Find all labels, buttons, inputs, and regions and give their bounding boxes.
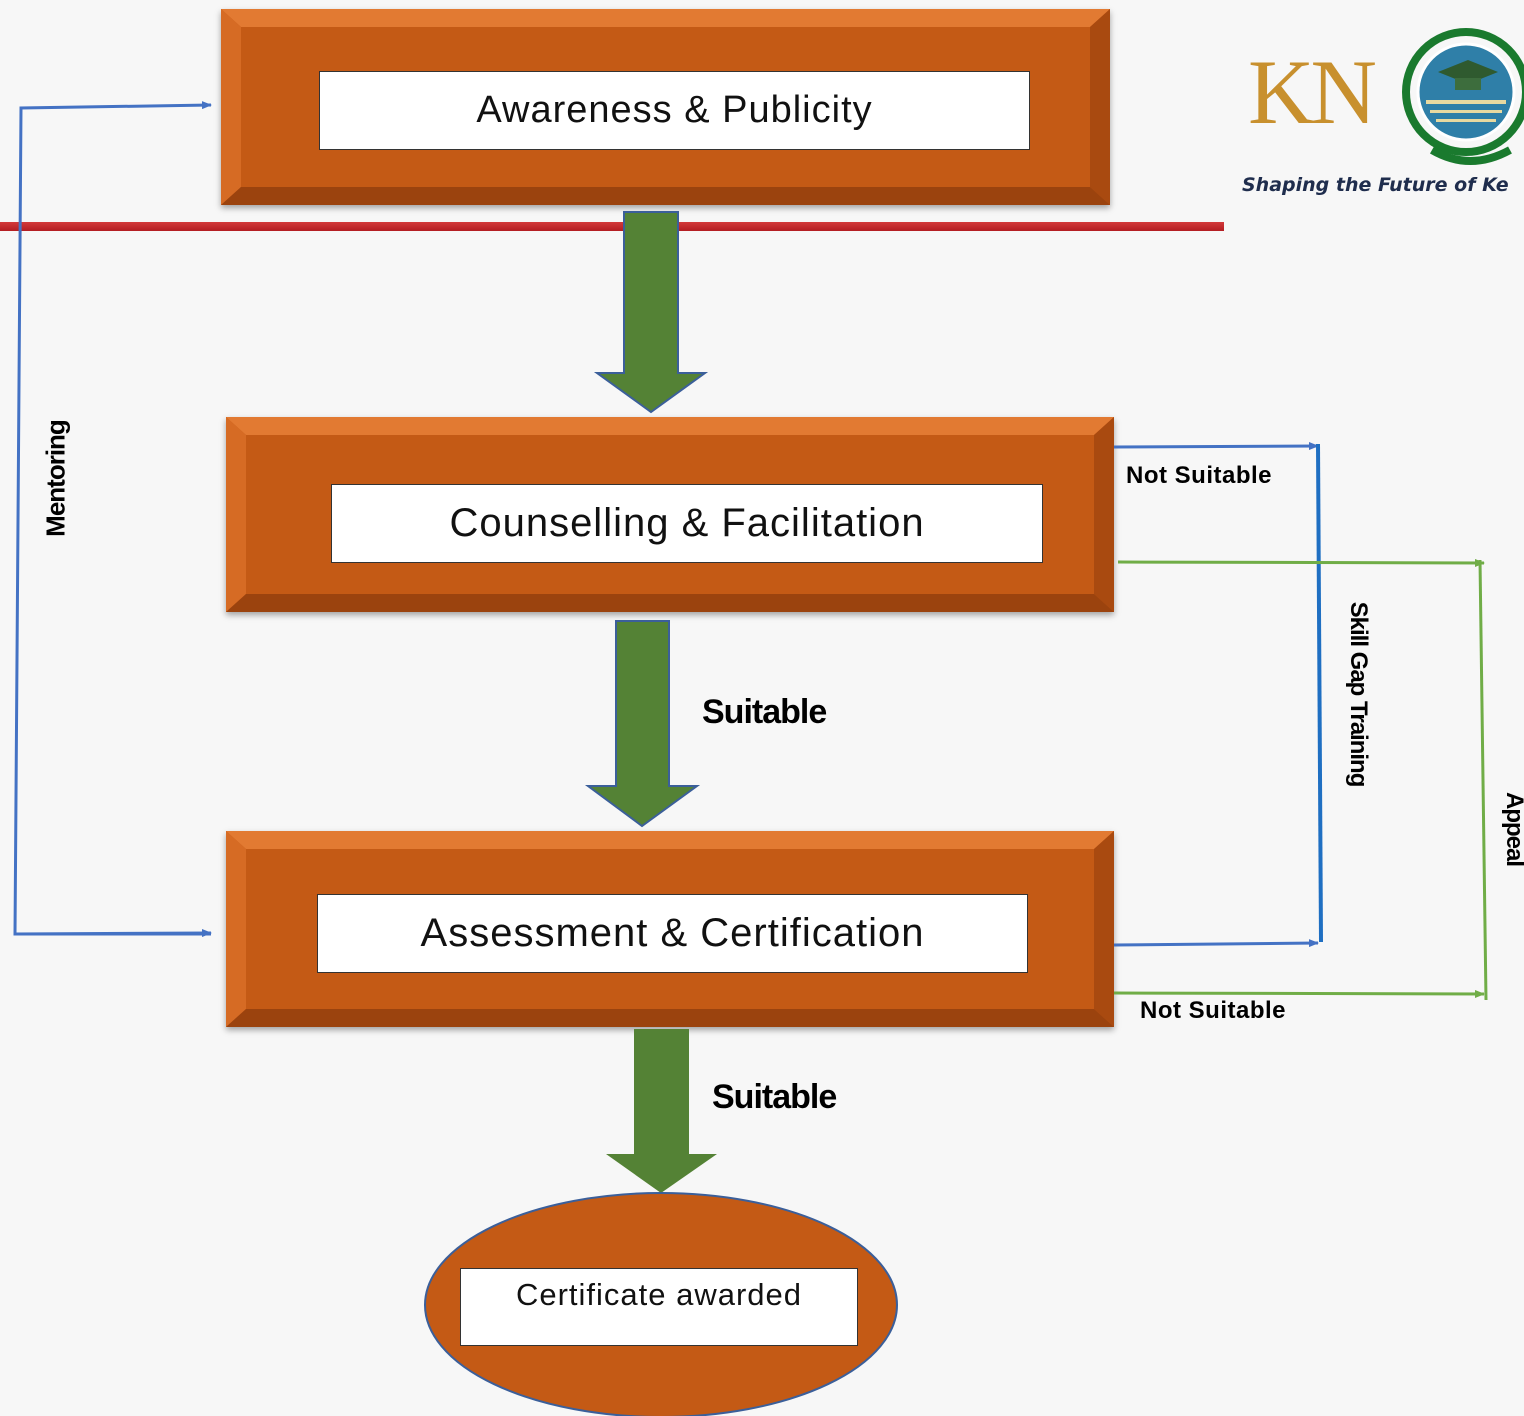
counselling-not-suitable-line [1113, 442, 1319, 451]
suitable-label-2: Suitable [712, 1078, 837, 1116]
stage-assessment-box: Assessment & Certification [226, 831, 1114, 1027]
stage-counselling-label: Counselling & Facilitation [331, 484, 1043, 563]
stage-counselling-box: Counselling & Facilitation [226, 417, 1114, 612]
logo-tagline: Shaping the Future of Ke [1242, 174, 1509, 196]
suitable-label-1: Suitable [702, 693, 827, 731]
knq-logo-icon [1402, 28, 1524, 165]
arrow-assessment-to-certificate [606, 1029, 717, 1193]
not-suitable-label-1: Not Suitable [1126, 462, 1273, 489]
stage-assessment-label: Assessment & Certification [317, 894, 1028, 973]
skill-gap-training-label: Skill Gap Training [1345, 601, 1372, 787]
mentoring-label: Mentoring [40, 420, 71, 537]
assessment-appeal-line [1113, 989, 1485, 998]
certificate-label: Certificate awarded [460, 1268, 858, 1346]
not-suitable-label-2: Not Suitable [1140, 997, 1287, 1024]
skill-gap-vertical-line [1316, 443, 1323, 943]
appeal-vertical-line [1478, 559, 1488, 1001]
mentoring-to-assessment-arrow [14, 929, 212, 938]
counselling-appeal-line [1117, 558, 1485, 567]
stage-awareness-label: Awareness & Publicity [319, 71, 1030, 150]
arrow-counselling-to-assessment [584, 620, 701, 828]
appeal-label: Appeal [1501, 791, 1524, 866]
divider-line [0, 222, 1224, 231]
arrow-awareness-to-counselling [593, 211, 709, 414]
assessment-skill-gap-line [1113, 939, 1319, 948]
logo-letters: KN [1248, 41, 1377, 143]
stage-awareness-box: Awareness & Publicity [221, 9, 1110, 205]
